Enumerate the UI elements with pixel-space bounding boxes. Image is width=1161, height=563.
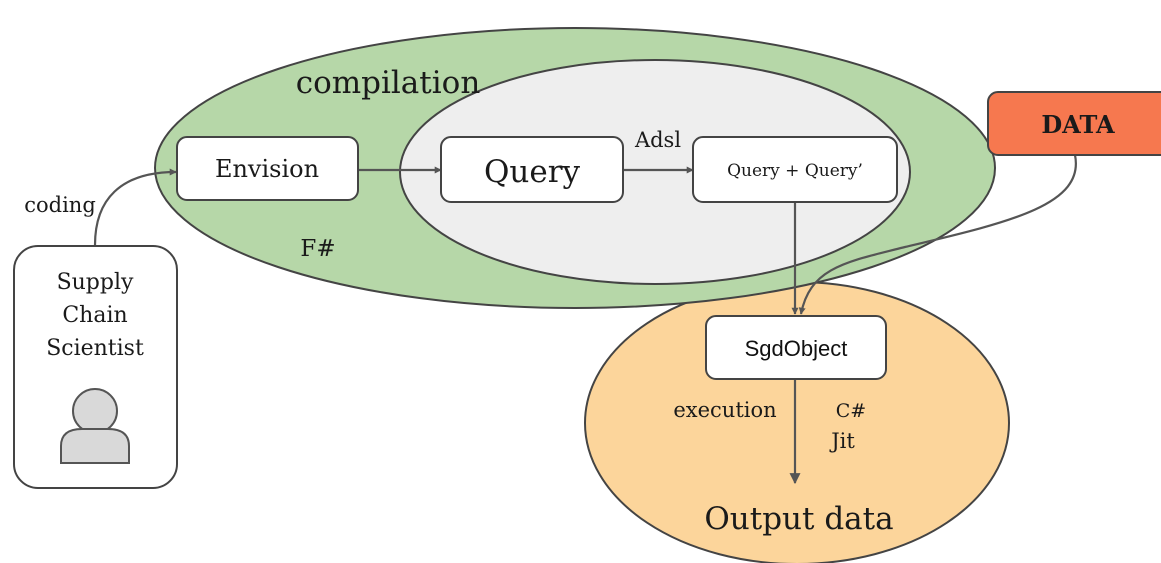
query-node: Query [440,136,624,203]
query-region [399,59,911,285]
scientist-node: Supply Chain Scientist [13,245,178,489]
data-node: DATA [987,91,1161,156]
compilation-label: compilation [296,65,481,101]
envision-node: Envision [176,136,359,201]
query-combined-label: Query + Query’ [727,161,863,181]
sgdobject-node: SgdObject [705,315,887,380]
query-combined-node: Query + Query’ [692,136,898,203]
data-to-sgdobject-edge [798,154,1077,315]
scientist-label-line1: Supply [57,270,134,295]
envision-label: Envision [215,155,319,183]
execution-label: execution [673,398,776,422]
person-icon [60,388,130,464]
scientist-label-line3: Scientist [46,336,144,361]
csharp-label: C# [836,400,866,422]
coding-label: coding [24,193,96,217]
fsharp-label: F# [300,236,335,262]
jit-label: Jit [829,429,855,453]
adsl-label: Adsl [634,128,681,152]
sgdobject-label: SgdObject [745,336,848,361]
query-label: Query [484,154,581,190]
scientist-label-line2: Chain [62,303,127,328]
data-label: DATA [1041,110,1115,139]
output-data-label: Output data [704,501,893,537]
coding-edge [93,168,177,246]
